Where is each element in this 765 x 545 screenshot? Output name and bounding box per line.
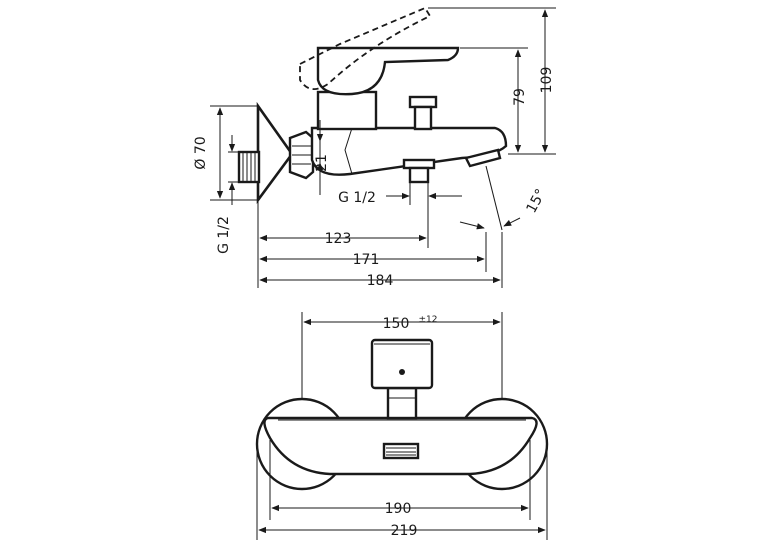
lever-handle [316,46,460,96]
dim-d70-label: Ø 70 [193,136,209,169]
dim-g12-bottom: G 1/2 [338,182,462,248]
front-spout [382,442,420,460]
dim-21-label: 21 [314,154,330,172]
dim-d70: Ø 70 [193,107,224,199]
dim-21: 21 [314,120,330,195]
spout-outlet [464,148,502,168]
front-lever-dot [399,369,405,375]
lever-open-position [299,6,432,90]
front-diverter [386,386,418,420]
dim-184: 184 [259,232,503,289]
dim-190: 190 [269,440,531,520]
dim-150-tolerance: ±12 [419,315,438,325]
dim-109: 109 [428,7,556,155]
side-view: 109 79 Ø 70 G 1/2 21 [193,6,556,289]
front-lever-column [370,338,434,390]
dim-g12-bottom-label: G 1/2 [338,190,376,206]
dim-79: 79 [460,47,528,153]
dim-g12-left-label: G 1/2 [216,216,232,254]
dim-171: 171 [259,232,487,272]
dim-g12-left: G 1/2 [216,135,240,254]
dim-123: 123 [257,200,427,288]
dim-150: 150 ±12 [301,312,503,400]
dim-15deg: 15° [459,165,550,231]
bottom-outlet [402,158,436,184]
dim-15deg-label: 15° [524,186,550,215]
union-nut [288,130,315,180]
dim-219-label: 219 [391,523,418,539]
dim-150-label: 150 [383,316,410,332]
dim-171-label: 171 [353,252,380,268]
dim-109-label: 109 [539,67,555,94]
dim-184-label: 184 [367,273,394,289]
dim-219: 219 [256,444,548,540]
diverter-knob [408,95,438,131]
front-view: 150 ±12 190 219 [255,312,549,540]
lever-column [316,90,378,131]
dim-79-label: 79 [512,88,528,106]
wall-connector [237,150,261,184]
dim-123-label: 123 [325,231,352,247]
dim-190-label: 190 [385,501,412,517]
